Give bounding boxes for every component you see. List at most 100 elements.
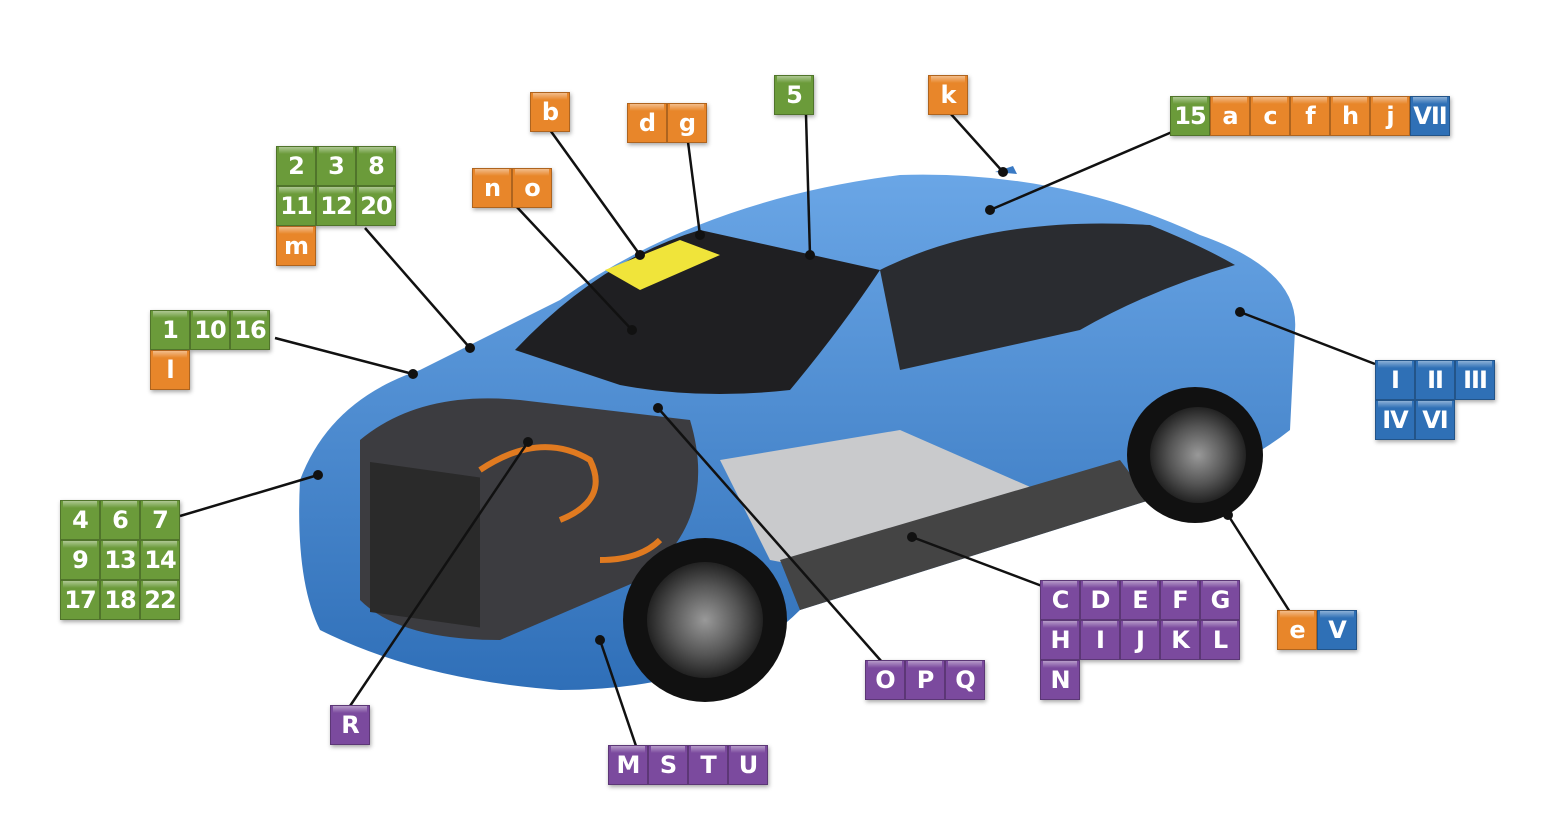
label-tile-9[interactable]: 9 (60, 540, 100, 580)
label-tile-k[interactable]: k (928, 75, 968, 115)
label-row: R (330, 705, 370, 745)
label-tile-4[interactable]: 4 (60, 500, 100, 540)
label-tile-13[interactable]: 13 (100, 540, 140, 580)
label-tile-j[interactable]: j (1370, 96, 1410, 136)
label-tile-1[interactable]: 1 (150, 310, 190, 350)
side-window (880, 223, 1235, 370)
rear-rim (1150, 407, 1246, 503)
label-tile-g[interactable]: g (667, 103, 707, 143)
label-tile-20[interactable]: 20 (356, 186, 396, 226)
label-tile-7[interactable]: 7 (140, 500, 180, 540)
label-tile-2[interactable]: 2 (276, 146, 316, 186)
label-tile-I[interactable]: I (1375, 360, 1415, 400)
label-tile-V[interactable]: V (1317, 610, 1357, 650)
roof-antenna (995, 166, 1017, 174)
label-tile-IV[interactable]: IV (1375, 400, 1415, 440)
label-tile-R[interactable]: R (330, 705, 370, 745)
label-tile-f[interactable]: f (1290, 96, 1330, 136)
label-row: 5 (774, 75, 814, 115)
label-tile-S[interactable]: S (648, 745, 688, 785)
grp-k: k (928, 75, 968, 115)
label-tile-U[interactable]: U (728, 745, 768, 785)
label-tile-l[interactable]: l (150, 350, 190, 390)
label-tile-h[interactable]: h (1330, 96, 1370, 136)
label-tile-T[interactable]: T (688, 745, 728, 785)
label-tile-M[interactable]: M (608, 745, 648, 785)
label-tile-18[interactable]: 18 (100, 580, 140, 620)
label-tile-J[interactable]: J (1120, 620, 1160, 660)
label-tile-a[interactable]: a (1210, 96, 1250, 136)
label-row: N (1040, 660, 1240, 700)
label-tile-n[interactable]: n (472, 168, 512, 208)
label-tile-22[interactable]: 22 (140, 580, 180, 620)
label-tile-E[interactable]: E (1120, 580, 1160, 620)
label-tile-c[interactable]: c (1250, 96, 1290, 136)
label-tile-D[interactable]: D (1080, 580, 1120, 620)
label-tile-m[interactable]: m (276, 226, 316, 266)
label-tile-VI[interactable]: VI (1415, 400, 1455, 440)
radiator (370, 462, 480, 628)
label-tile-17[interactable]: 17 (60, 580, 100, 620)
label-tile-11[interactable]: 11 (276, 186, 316, 226)
label-tile-10[interactable]: 10 (190, 310, 230, 350)
label-tile-15[interactable]: 15 (1170, 96, 1210, 136)
grp-r: R (330, 705, 370, 745)
label-tile-d[interactable]: d (627, 103, 667, 143)
label-tile-C[interactable]: C (1040, 580, 1080, 620)
label-tile-16[interactable]: 16 (230, 310, 270, 350)
label-tile-I[interactable]: I (1080, 620, 1120, 660)
label-tile-5[interactable]: 5 (774, 75, 814, 115)
label-row: l (150, 350, 270, 390)
label-tile-O[interactable]: O (865, 660, 905, 700)
label-tile-G[interactable]: G (1200, 580, 1240, 620)
label-tile-8[interactable]: 8 (356, 146, 396, 186)
label-tile-12[interactable]: 12 (316, 186, 356, 226)
label-tile-H[interactable]: H (1040, 620, 1080, 660)
grp-b: b (530, 92, 570, 132)
label-row: m (276, 226, 396, 266)
label-tile-P[interactable]: P (905, 660, 945, 700)
label-tile-e[interactable]: e (1277, 610, 1317, 650)
label-tile-F[interactable]: F (1160, 580, 1200, 620)
label-tile-3[interactable]: 3 (316, 146, 356, 186)
label-tile-K[interactable]: K (1160, 620, 1200, 660)
label-tile-II[interactable]: II (1415, 360, 1455, 400)
grp-5: 5 (774, 75, 814, 115)
label-tile-Q[interactable]: Q (945, 660, 985, 700)
label-tile-III[interactable]: III (1455, 360, 1495, 400)
label-tile-L[interactable]: L (1200, 620, 1240, 660)
label-tile-14[interactable]: 14 (140, 540, 180, 580)
windshield-sticker (605, 240, 720, 290)
label-tile-VII[interactable]: VII (1410, 96, 1450, 136)
label-tile-o[interactable]: o (512, 168, 552, 208)
label-row: b (530, 92, 570, 132)
label-tile-b[interactable]: b (530, 92, 570, 132)
label-tile-N[interactable]: N (1040, 660, 1080, 700)
windshield (515, 230, 880, 394)
label-tile-6[interactable]: 6 (100, 500, 140, 540)
